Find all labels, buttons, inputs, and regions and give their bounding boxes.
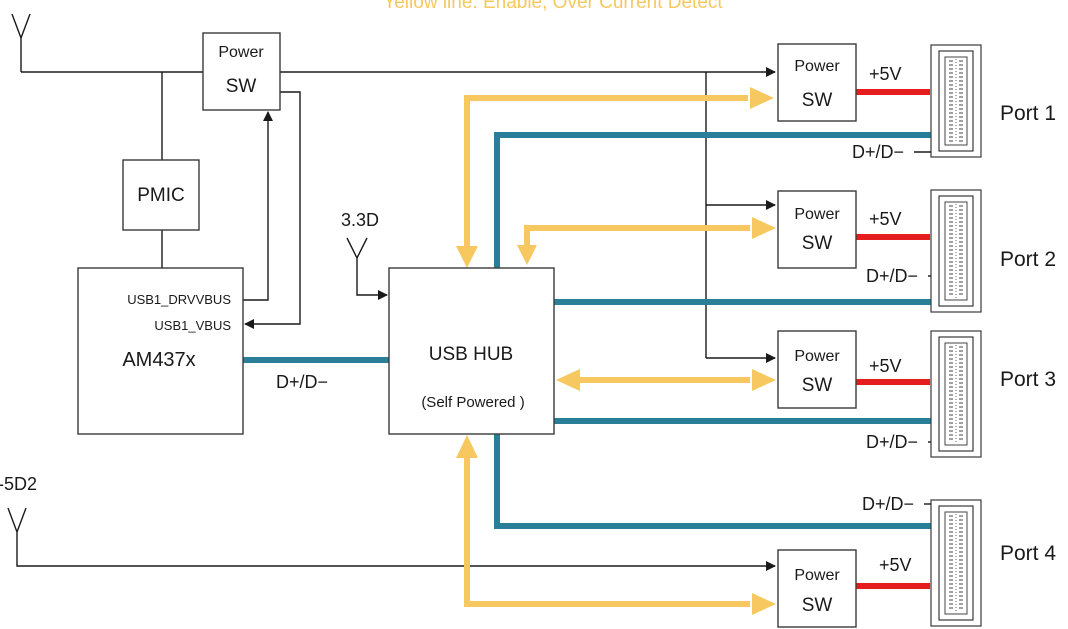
port-3-connector [930, 330, 982, 458]
port-4-switch-label-bottom: SW [802, 595, 833, 616]
port-4-vbus-label: +5V [879, 555, 912, 575]
usb-hub-subtitle: (Self Powered ) [421, 394, 524, 411]
port-1-connector [930, 44, 982, 158]
port-1-switch-label-top: Power [794, 58, 840, 75]
port-1-data-label: D+/D− [852, 142, 904, 162]
vbus-lines [856, 89, 930, 589]
usb-hub-block: USB HUB (Self Powered ) [388, 267, 555, 435]
port-1-power-switch [777, 43, 857, 122]
port-4-switch-label-top: Power [794, 567, 840, 584]
port-1-label: Port 1 [1000, 102, 1056, 125]
supply-5d2-label: -5D2 [0, 474, 37, 494]
diagram-title: Yellow line: Enable, Over Current Detect [383, 0, 723, 13]
port-2-switch-label-bottom: SW [802, 233, 833, 254]
port-1-switch-label-bottom: SW [802, 90, 833, 111]
data-lines [243, 132, 937, 529]
main-power-switch-label-top: Power [218, 44, 264, 61]
port-4-power-switch [777, 549, 857, 628]
host-bus-label: D+/D− [276, 372, 328, 392]
port-4-connector [930, 499, 982, 627]
am437x-block: USB1_DRVVBUS USB1_VBUS AM437x [77, 267, 244, 435]
port-2-label: Port 2 [1000, 248, 1056, 271]
port-2-vbus-label: +5V [869, 209, 902, 229]
pin-usb1-vbus: USB1_VBUS [154, 318, 231, 333]
usb-hub-label: USB HUB [429, 344, 513, 365]
port-1-vbus-label: +5V [869, 64, 902, 84]
pmic-label: PMIC [137, 185, 185, 206]
port-3-switch-label-top: Power [794, 348, 840, 365]
port-2-switch-label-top: Power [794, 206, 840, 223]
port-2-power-switch [777, 190, 857, 269]
port-3-data-label: D+/D− [866, 432, 918, 452]
port-3-power-switch [777, 330, 857, 409]
port-3-vbus-label: +5V [869, 356, 902, 376]
pmic-block: PMIC [122, 159, 200, 231]
am437x-label: AM437x [122, 349, 195, 371]
supply-3v3-label: 3.3D [341, 210, 379, 230]
port-3-switch-label-bottom: SW [802, 375, 833, 396]
port-2-data-label: D+/D− [866, 266, 918, 286]
enable-lines [456, 87, 776, 615]
supply-wiring [7, 13, 775, 566]
pin-usb1-drvvbus: USB1_DRVVBUS [127, 292, 231, 307]
port-4-label: Port 4 [1000, 542, 1056, 565]
main-power-switch-label-bottom: SW [226, 76, 257, 97]
port-4-data-label: D+/D− [862, 494, 914, 514]
port-3-label: Port 3 [1000, 368, 1056, 391]
port-2-connector [930, 189, 982, 313]
main-power-switch: Power SW [202, 32, 281, 111]
